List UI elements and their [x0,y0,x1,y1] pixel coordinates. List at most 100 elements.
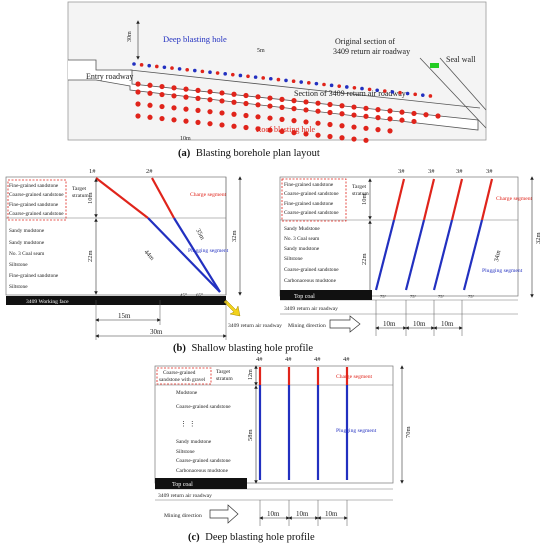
right-stratum-label: Coarse-grained sandstone [284,210,339,216]
roof-hole-dot [291,106,297,112]
right-stratum-label: Sandy mudstone [284,246,320,252]
roof-hole-dot [171,105,177,111]
deep-hole-dot [299,80,304,84]
roof-hole-dot [195,119,201,125]
deep-hole-dot [360,86,364,91]
deep-hole-dot [238,73,243,78]
hole-4-label: 4# [256,356,263,363]
deep-strata-top-2: sandstone with gravel [159,377,206,383]
roof-hole-dot [183,118,189,124]
roof-hole-dot [147,90,153,96]
roof-hole-dot [279,104,285,110]
roof-hole-dot [339,111,345,117]
angle-75-label: 75° [410,294,417,299]
left-dim-10m: 10m [87,192,94,204]
deep-hole-dot [337,84,342,88]
roof-hole-dot [159,103,165,110]
mining-direction-arrow-right [329,315,361,333]
target-stratum-right-2: stratum [352,191,369,197]
roof-hole-dot [387,128,393,134]
left-return-roadway: 3409 return air roadway [228,323,282,329]
deep-hole-dot [177,67,182,71]
roof-hole-dot [387,116,393,122]
target-stratum-left-1: Target [72,186,87,192]
roof-hole-dot [147,102,153,108]
roof-hole-dot [159,83,165,90]
left-stratum-label: No. 3 Coal seam [9,251,45,257]
hole-3-plug [374,219,396,291]
roof-hole-dot [327,101,333,108]
roof-hole-dot [363,137,369,143]
spacing-label: 10m [325,510,338,518]
roof-hole-dot [267,127,273,133]
deep-hole-dot [428,94,433,98]
roof-hole-dot [315,120,321,126]
roof-hole-dot [243,100,249,107]
target-stratum-deep-1: Target [216,369,231,375]
roof-hole-dot [243,124,249,131]
spacing-label: 10m [383,320,396,328]
roof-hole-dot [207,89,213,95]
angle-75-label: 75° [438,294,445,299]
roof-hole-dot [423,112,429,118]
roof-hole-dot [135,101,141,107]
hole-3-plug [432,219,454,291]
left-stratum-label: Fine-grained sandstone [9,202,59,208]
spacing-label: 10m [296,510,309,518]
deep-hole-dot [200,69,205,74]
roof-hole-dot [219,98,225,104]
roof-hole-dot [435,113,441,119]
roof-hole-dot [219,110,225,116]
roof-hole-dot [135,89,141,95]
hole-3-charge [480,178,494,221]
hole-3-charge [422,178,436,221]
roof-hole-dot [183,86,189,92]
roof-hole-dot [243,92,249,99]
roof-hole-dot [231,99,237,105]
roof-hole-dot [339,103,345,109]
target-stratum-left-2: stratum [72,193,89,199]
deep-hole-dot [405,91,410,96]
plan-roof-hole-label: Roof blasting hole [256,125,316,134]
top-coal-right: Top coal [294,294,315,300]
deep-hole-dot [284,78,288,83]
deep-hole-dot [269,76,273,81]
roof-hole-dot [279,128,285,134]
roof-hole-dot [327,133,333,140]
roof-hole-dot [303,99,309,105]
hole-1-plug [147,217,221,293]
hole-1-charge [95,177,149,219]
roof-hole-dot [267,103,273,109]
original-section-line [129,69,481,109]
plan-dim-10m: 10m [180,136,191,142]
deep-hole-dot [155,64,159,69]
deep-charge-segment: Charge segment [336,374,373,380]
deep-hole-dot [139,63,144,67]
roof-hole-dot [219,90,225,96]
left-stratum-label: Fine-grained sandstone [9,273,59,279]
roof-hole-dot [135,113,141,119]
roof-hole-dot [195,95,201,101]
deep-panel: Coarse-grained sandstone with gravel Mud… [154,356,412,526]
working-face-label: 3409 Working face [26,298,69,305]
roof-hole-dot [411,110,417,117]
charge-segment-left: Charge segment [190,192,227,198]
angle-75-label: 75° [468,294,475,299]
charge-segment-right: Charge segment [496,196,533,202]
roof-hole-dot [255,126,261,132]
roof-hole-dot [219,122,225,128]
left-dim-30m: 30m [150,328,163,336]
right-dim-10m: 10m [361,193,368,205]
spacing-label: 10m [441,320,454,328]
right-stratum-label: Siltstone [284,256,303,262]
working-face-bar [6,296,226,305]
roof-hole-dot [315,100,321,106]
roof-hole-dot [231,111,237,117]
left-stratum-label: Siltstone [9,284,28,290]
deep-hole-dot [390,90,395,94]
deep-hole-dot [413,92,418,97]
left-dim-35m: 35m [194,228,206,241]
roof-hole-dot [351,112,357,118]
